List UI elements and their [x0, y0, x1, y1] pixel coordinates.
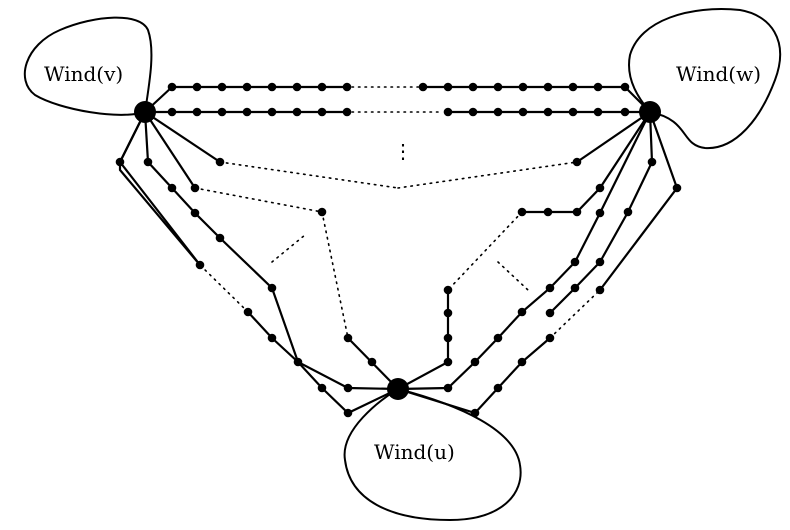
- graph-node: [242, 82, 252, 92]
- graph-node: [443, 383, 453, 393]
- graph-node: [493, 82, 503, 92]
- graph-node: [418, 82, 428, 92]
- hub-u: [387, 378, 409, 400]
- graph-node: [317, 107, 327, 117]
- graph-node: [470, 357, 480, 367]
- graph-node: [317, 207, 327, 217]
- hub-w: [639, 101, 661, 123]
- graph-node: [190, 183, 200, 193]
- graph-node: [595, 257, 605, 267]
- graph-node: [167, 82, 177, 92]
- graph-node: [267, 283, 277, 293]
- graph-node: [190, 208, 200, 218]
- graph-node: [595, 285, 605, 295]
- graph-node: [192, 107, 202, 117]
- label-wind-u: Wind(u): [374, 440, 455, 464]
- graph-node: [342, 82, 352, 92]
- graph-node: [443, 333, 453, 343]
- graph-node: [593, 107, 603, 117]
- graph-node: [192, 82, 202, 92]
- graph-node: [293, 357, 303, 367]
- graph-node: [620, 107, 630, 117]
- graph-node: [493, 107, 503, 117]
- graph-nodes: [115, 82, 682, 418]
- graph-node: [672, 183, 682, 193]
- graph-node: [595, 183, 605, 193]
- graph-node: [593, 82, 603, 92]
- graph-node: [443, 357, 453, 367]
- graph-node: [215, 157, 225, 167]
- graph-node: [443, 308, 453, 318]
- graph-node: [545, 308, 555, 318]
- graph-node: [517, 307, 527, 317]
- graph-node: [572, 207, 582, 217]
- graph-node: [543, 207, 553, 217]
- graph-node: [545, 283, 555, 293]
- graph-node: [470, 408, 480, 418]
- graph-node: [343, 383, 353, 393]
- graph-node: [595, 208, 605, 218]
- graph-node: [215, 233, 225, 243]
- graph-node: [443, 285, 453, 295]
- graph-node: [468, 107, 478, 117]
- label-wind-w: Wind(w): [676, 62, 761, 86]
- graph-node: [543, 107, 553, 117]
- graph-node: [317, 82, 327, 92]
- left-chains: [118, 110, 400, 415]
- graph-node: [317, 383, 327, 393]
- graph-node: [267, 107, 277, 117]
- graph-node: [243, 307, 253, 317]
- graph-node: [292, 82, 302, 92]
- graph-node: [292, 107, 302, 117]
- graph-node: [620, 82, 630, 92]
- graph-node: [493, 333, 503, 343]
- graph-node: [367, 357, 377, 367]
- graph-node: [570, 257, 580, 267]
- graph-node: [493, 383, 503, 393]
- graph-node: [568, 82, 578, 92]
- graph-node: [468, 82, 478, 92]
- graph-node: [115, 157, 125, 167]
- graph-node: [343, 408, 353, 418]
- graph-node: [517, 357, 527, 367]
- graph-node: [343, 333, 353, 343]
- hub-v: [134, 101, 156, 123]
- wind-w-region: [628, 8, 781, 150]
- graph-node: [623, 207, 633, 217]
- graph-node: [195, 260, 205, 270]
- graph-node: [167, 183, 177, 193]
- right-chains: [396, 110, 679, 415]
- graph-node: [443, 107, 453, 117]
- graph-node: [543, 82, 553, 92]
- graph-node: [517, 207, 527, 217]
- graph-node: [267, 333, 277, 343]
- graph-node: [545, 333, 555, 343]
- graph-node: [518, 82, 528, 92]
- graph-node: [143, 157, 153, 167]
- graph-node: [570, 283, 580, 293]
- graph-node: [217, 107, 227, 117]
- graph-node: [267, 82, 277, 92]
- graph-node: [342, 107, 352, 117]
- graph-node: [568, 107, 578, 117]
- graph-node: [443, 82, 453, 92]
- graph-node: [647, 157, 657, 167]
- dotted-connectors: [143, 110, 652, 391]
- graph-node: [242, 107, 252, 117]
- label-wind-v: Wind(v): [44, 62, 123, 86]
- wind-u-region: [343, 387, 522, 522]
- vertical-ellipsis: ⋮: [393, 139, 413, 163]
- wind-v-region: [23, 16, 153, 116]
- graph-node: [572, 157, 582, 167]
- graph-node: [518, 107, 528, 117]
- graph-node: [167, 107, 177, 117]
- graph-node: [217, 82, 227, 92]
